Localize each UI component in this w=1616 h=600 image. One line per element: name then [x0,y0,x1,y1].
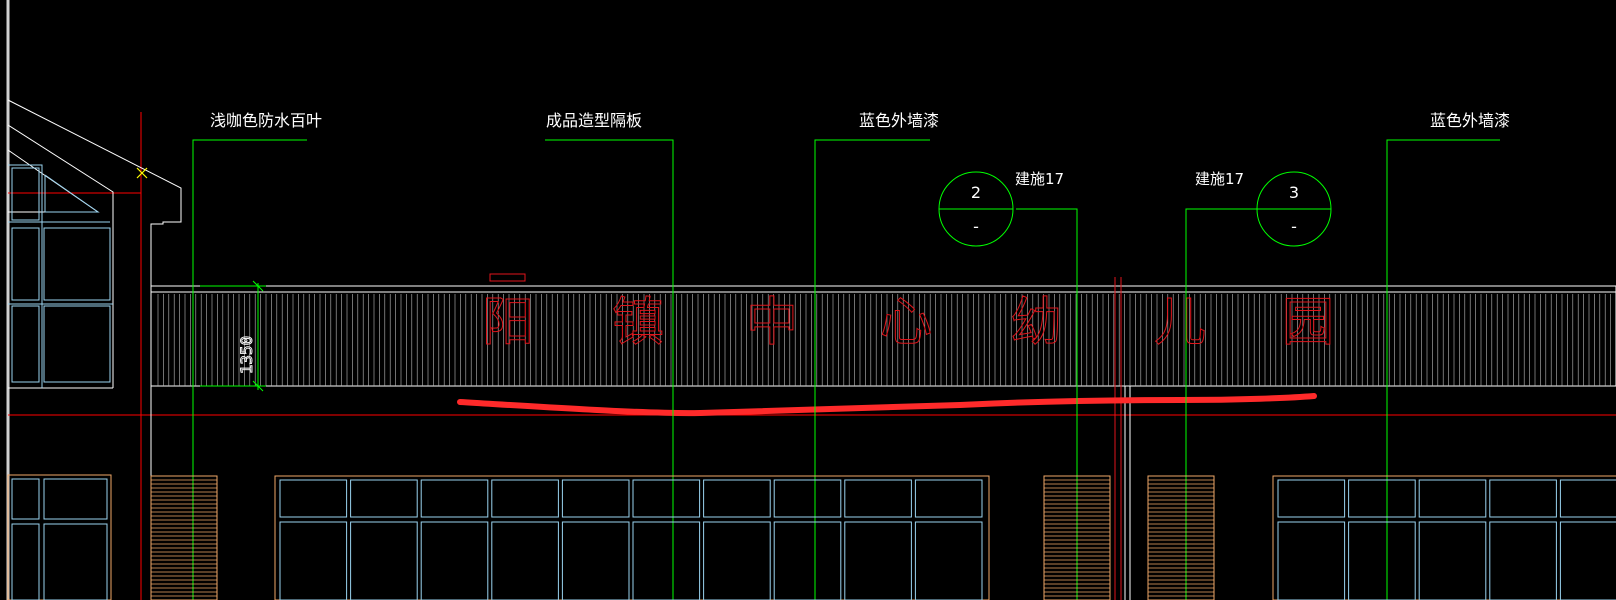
snap-marker-icon [136,167,148,179]
leader-label-paint-2: 蓝色外墙漆 [1430,111,1510,130]
parapet-band [150,285,1616,387]
left-building [7,99,182,600]
leader-label-partition: 成品造型隔板 [546,111,642,130]
detail-callout-3: 3 - [1256,171,1332,247]
sign-char: 儿 [1154,293,1206,353]
sign-char: 幼 [1010,293,1062,353]
callout-sheet-ref-3: 建施17 [1195,170,1244,188]
callout-number: 3 [1289,183,1299,202]
lower-windows [274,475,1616,600]
sign-characters: 阳镇中心幼儿园 [481,293,1334,354]
parapet-slats [157,294,1611,386]
callout-sheet-ref-2: 建施17 [1015,170,1064,188]
sign-char: 中 [746,293,798,353]
sign-char: 阳 [482,293,534,353]
callout-number: 2 [971,183,981,202]
dimension-text: 1350 [237,336,256,375]
left-lower-windows [7,474,112,600]
louver-panels [150,475,1215,600]
sign-char: 镇 [612,293,664,353]
window-group [1272,475,1616,600]
window-group [274,475,990,600]
louver-panel [150,475,218,600]
sign-divider-lines [1114,277,1122,600]
leader-label-louver: 浅咖色防水百叶 [210,111,322,130]
louver-panel [1147,475,1215,600]
louver-panel [1043,475,1111,600]
divider-white-lines [1124,386,1131,600]
left-building-windows [8,164,113,388]
markup-underline [457,393,1317,417]
dimension-1350 [200,280,266,392]
callout-sub: - [973,217,979,236]
callout-sub: - [1291,217,1297,236]
detail-callout-2: 2 - [938,171,1014,247]
sign-char-frame [489,273,526,282]
leader-label-paint-1: 蓝色外墙漆 [859,111,939,130]
sign-char: 心 [880,293,932,353]
sign-char: 园 [1282,293,1334,353]
